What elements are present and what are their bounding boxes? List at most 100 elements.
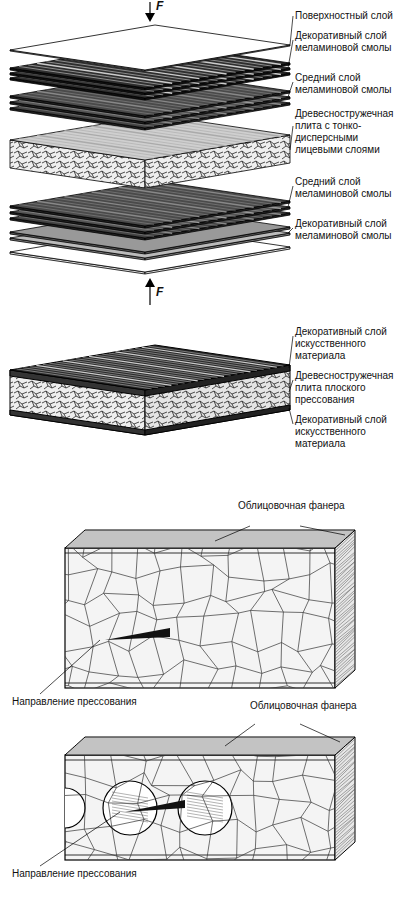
chip-line [311, 848, 331, 852]
chip-line [207, 858, 237, 860]
chip-line [310, 563, 330, 575]
chip-cells [65, 755, 335, 860]
chip-line [279, 799, 311, 802]
side-hatch [335, 789, 355, 806]
chip-line [218, 666, 236, 669]
veneer-line [65, 855, 335, 856]
chip-line [104, 593, 120, 613]
side-hatch [335, 642, 355, 659]
chip-line [153, 605, 157, 619]
leader-line [288, 82, 293, 97]
hole-hatch [187, 810, 223, 816]
part-label: Декоративный слой меламиновой смолы [295, 30, 405, 54]
decor-layer [145, 405, 290, 435]
part-label: Декоративный слой искусственного материа… [295, 414, 405, 450]
chip-line [328, 818, 335, 831]
side-hatch [335, 644, 355, 662]
side-hatch [335, 557, 355, 575]
chip-line [323, 848, 331, 860]
chip-line [329, 781, 335, 811]
chip-line [138, 677, 146, 688]
hole-hatch [112, 816, 148, 822]
chip-line [154, 553, 160, 571]
chip-line [301, 802, 311, 817]
hole-hatch [112, 795, 148, 801]
veneer-grain [67, 753, 337, 754]
chip-line [263, 581, 265, 591]
veneer-grain [80, 741, 350, 742]
press-direction-wedge [125, 800, 185, 812]
sheet-stripe [64, 197, 199, 217]
veneer-grain [69, 544, 339, 545]
chip-line [160, 567, 180, 571]
chip-line [309, 551, 310, 575]
chip-line [289, 575, 310, 579]
sheet-stripe [137, 184, 272, 204]
chip-line [201, 555, 228, 557]
chip-line [281, 667, 312, 672]
chip-line [151, 785, 194, 786]
chip-line [109, 641, 119, 676]
chip-line [200, 642, 232, 646]
chip-line [108, 802, 137, 804]
chip-line [68, 569, 97, 575]
chip-line [211, 565, 214, 595]
half-hole [65, 788, 85, 828]
chip-line [167, 859, 170, 860]
sheet-stripe [37, 201, 172, 221]
chip-line [65, 829, 84, 832]
chip-line [129, 611, 137, 651]
chip-line [68, 686, 83, 688]
leader-line [300, 724, 340, 742]
chip-line [273, 817, 301, 825]
part-label: Декоративный слой искусственного материа… [295, 326, 405, 362]
chip-line [180, 847, 189, 860]
chip-line [236, 666, 262, 674]
chip-line [153, 603, 184, 605]
side-hatch [335, 625, 355, 641]
chip-line [179, 640, 184, 660]
part-label: Средний слой меламиновой смолы [295, 72, 405, 96]
side-hatch [335, 762, 355, 782]
veneer-grain [83, 739, 353, 740]
chip-line [320, 644, 332, 666]
chip-line [258, 642, 282, 651]
chip-line [302, 672, 312, 688]
chip-line [108, 803, 111, 826]
leader-line [40, 640, 100, 694]
side-hatch [335, 655, 355, 674]
veneer-grain [83, 532, 353, 533]
chip-line [276, 755, 309, 757]
chip-line [84, 794, 85, 829]
chip-line [257, 756, 275, 757]
chip-line [65, 594, 69, 601]
side-hatch [335, 568, 355, 587]
chip-line [65, 771, 85, 778]
side-hatch [335, 826, 355, 845]
chip-line [163, 755, 176, 756]
chip-line [68, 548, 82, 557]
side-hatch [335, 831, 355, 848]
chip-line [137, 595, 139, 612]
chip-line [161, 795, 170, 825]
side-texture [335, 735, 355, 857]
chip-line [179, 660, 184, 688]
sheet-face [10, 25, 290, 70]
sheet-stripe [64, 131, 199, 151]
chip-line [202, 780, 214, 796]
chip-line [236, 819, 238, 858]
chip-line [177, 617, 179, 640]
chip-line [98, 569, 112, 572]
chip-line [176, 755, 194, 786]
chip-line [311, 802, 329, 810]
chip-line [117, 856, 129, 860]
chip-line [273, 782, 280, 800]
chip-line [283, 612, 303, 613]
chip-line [264, 579, 289, 581]
chip-line [281, 667, 287, 686]
chip-line [332, 644, 335, 647]
chip-line [111, 548, 112, 572]
decor-stripe [129, 350, 264, 370]
veneer-grain [67, 546, 337, 547]
side-texture [335, 530, 355, 686]
